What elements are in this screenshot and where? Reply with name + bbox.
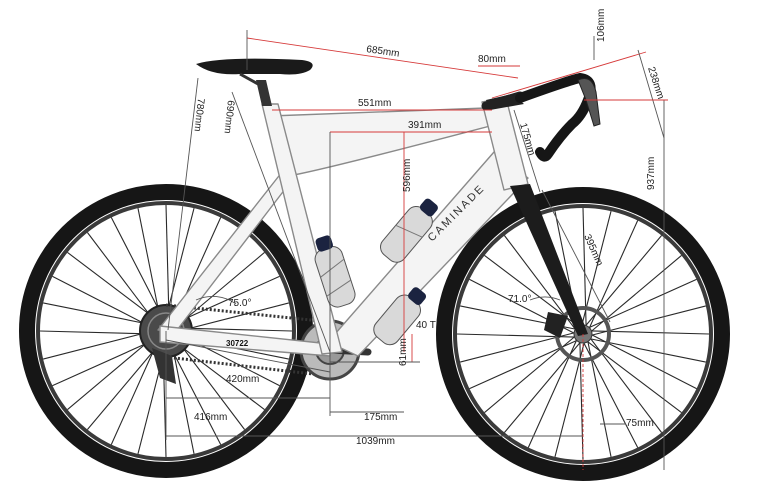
spoke xyxy=(43,302,159,327)
dim-stack-drop: 106mm xyxy=(596,9,607,42)
dim-top-tube-eff: 685mm xyxy=(366,44,401,60)
dim-saddle-setback: 80mm xyxy=(478,54,506,65)
saddle-assembly xyxy=(196,58,313,106)
spoke xyxy=(591,305,706,336)
dim-line-685 xyxy=(246,37,519,79)
spoke xyxy=(174,327,293,332)
cockpit xyxy=(481,72,601,162)
front-tire xyxy=(436,187,730,481)
spoke xyxy=(87,339,164,430)
spoke xyxy=(67,333,158,410)
top-tube xyxy=(269,107,491,177)
spoke xyxy=(587,341,612,457)
dimension-lines xyxy=(165,30,668,470)
dim-seat-tube-ctc: 690mm xyxy=(222,100,236,134)
dim-rear-center: 416mm xyxy=(194,412,227,423)
brake-hood xyxy=(577,78,601,127)
dim-bb-drop: 61mm xyxy=(398,338,409,366)
spoke xyxy=(165,204,170,323)
spoke xyxy=(469,339,577,390)
dim-frame-stack: 596mm xyxy=(402,159,413,192)
spoke xyxy=(588,220,639,328)
rear-spokes xyxy=(39,204,293,458)
spoke xyxy=(527,340,578,448)
front-wheel xyxy=(436,187,730,481)
spoke xyxy=(110,217,166,323)
spoke xyxy=(456,333,575,338)
saddle xyxy=(196,58,313,75)
spoke xyxy=(582,207,587,326)
spoke xyxy=(174,302,289,333)
spoke xyxy=(460,332,575,363)
spoke xyxy=(39,330,158,335)
spoke xyxy=(67,252,162,324)
handlebar xyxy=(515,72,596,162)
dim-chainstay: 420mm xyxy=(226,374,259,385)
spoke xyxy=(172,275,280,326)
spoke xyxy=(110,337,161,445)
dim-total-height: 937mm xyxy=(646,157,657,190)
spoke xyxy=(52,336,160,387)
spoke xyxy=(585,235,662,326)
rear-rim xyxy=(36,201,296,461)
spoke xyxy=(87,232,159,327)
dim-wheelbase: 1039mm xyxy=(356,436,395,447)
frame xyxy=(157,97,529,357)
spoke xyxy=(591,334,697,390)
down-tube xyxy=(327,151,529,357)
spoke xyxy=(504,342,581,433)
rear-derailleur xyxy=(152,348,176,384)
disc-caliper xyxy=(544,312,568,338)
spoke xyxy=(504,235,576,330)
dim-chainring: 40 T xyxy=(416,320,436,331)
spoke xyxy=(583,342,639,448)
spoke xyxy=(174,252,265,329)
spoke xyxy=(43,329,158,360)
dim-seat-tube-ctt: 780mm xyxy=(192,98,206,132)
rear-wheel xyxy=(19,184,313,478)
spoke xyxy=(52,275,158,331)
spoke xyxy=(590,338,662,433)
spoke xyxy=(484,255,579,327)
chain xyxy=(165,303,331,378)
spoke xyxy=(589,278,697,329)
dim-bar-reach: 238mm xyxy=(645,66,666,101)
seat-tube xyxy=(261,103,343,355)
dim-crank: 175mm xyxy=(364,412,397,423)
bottle-seat-tube xyxy=(314,235,356,308)
spoke xyxy=(173,335,245,430)
bottle-down-tube-top xyxy=(380,198,438,263)
dim-seat-angle: 75.0° xyxy=(228,298,251,309)
frame-serial: 30722 xyxy=(226,339,249,348)
bottle-down-tube-bottom xyxy=(373,287,427,346)
spoke xyxy=(591,255,682,332)
seatpost xyxy=(256,80,272,106)
spoke xyxy=(137,208,162,324)
spoke xyxy=(590,338,706,363)
rear-tire xyxy=(19,184,313,478)
dim-reach-to-bar: 551mm xyxy=(358,98,391,109)
spoke xyxy=(587,341,682,413)
spoke xyxy=(484,336,575,413)
spoke xyxy=(591,330,710,335)
spoke xyxy=(579,342,584,461)
spoke xyxy=(581,211,612,326)
dim-fork-offset: 75mm xyxy=(626,418,654,429)
dim-frame-reach: 391mm xyxy=(408,120,441,131)
spoke xyxy=(554,342,585,457)
fork xyxy=(510,184,588,336)
spoke xyxy=(164,208,195,323)
dim-head-angle: 71.0° xyxy=(508,294,531,305)
